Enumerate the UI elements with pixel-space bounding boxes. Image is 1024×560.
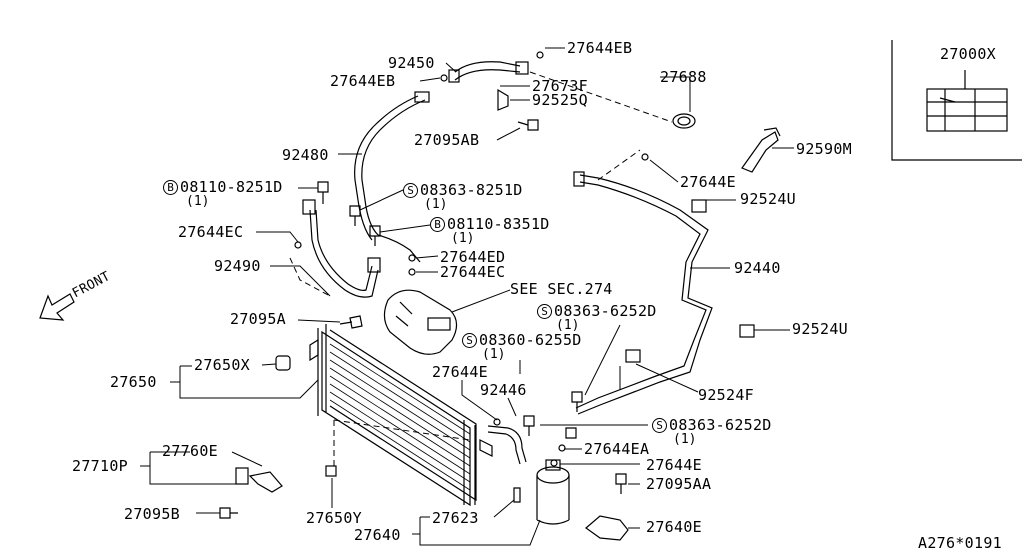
diagram-reference: A276*0191 [918, 534, 1002, 552]
front-arrow-icon [39, 293, 75, 321]
callout-27644e-upper: 27644E [680, 173, 736, 191]
receiver-drier [536, 459, 570, 525]
callout-92524u-lower: 92524U [792, 320, 848, 338]
o-ring-27688 [672, 113, 696, 129]
condenser [309, 324, 493, 507]
callout-92524u-upper: 92524U [740, 190, 796, 208]
hose-92590m [741, 131, 779, 173]
pipe-92446 [487, 425, 527, 465]
callout-27644ea: 27644EA [584, 440, 650, 458]
callout-92480: 92480 [282, 146, 329, 164]
qty-08110-8351d: (1) [451, 231, 475, 246]
callout-27760e: 27760E [162, 442, 218, 460]
bracket-27710p [248, 471, 283, 493]
bracket-27640e [585, 515, 629, 541]
callout-08360-6255d: 08360-6255D [479, 331, 582, 349]
callout-92590m: 92590M [796, 140, 852, 158]
pipe-92450 [448, 61, 529, 83]
label-plate-icon [926, 88, 1008, 132]
qty-08363-6252d-lower: (1) [673, 432, 697, 447]
callout-92440: 92440 [734, 259, 781, 277]
callout-92450: 92450 [388, 54, 435, 72]
callout-27650y: 27650Y [306, 509, 362, 527]
callout-27095b: 27095B [124, 505, 180, 523]
clamp-92524f [625, 349, 641, 363]
hose-92490 [302, 199, 381, 298]
callout-92525q: 92525Q [532, 91, 588, 109]
see-section-note: SEE SEC.274 [510, 280, 613, 298]
qty-08363-6252d-upper: (1) [556, 318, 580, 333]
clamp-92524u-lower [739, 324, 755, 338]
callout-08363-8251d: 08363-8251D [420, 181, 523, 199]
screw-s-marker-4: S [652, 418, 667, 433]
callout-92446: 92446 [480, 381, 527, 399]
callout-08110-8251d: 08110-8251D [180, 178, 283, 196]
clamp-92524u-upper [691, 199, 707, 213]
callout-08363-6252d-upper: 08363-6252D [554, 302, 657, 320]
bolts [219, 119, 627, 519]
callout-27650x: 27650X [194, 356, 250, 374]
callout-27095a: 27095A [230, 310, 286, 328]
seal-27760e [235, 467, 249, 485]
callout-27000x: 27000X [940, 45, 996, 63]
callout-08363-6252d-lower: 08363-6252D [669, 416, 772, 434]
callout-27644eb-left: 27644EB [330, 72, 396, 90]
callout-27640: 27640 [354, 526, 401, 544]
callout-27710p: 27710P [72, 457, 128, 475]
callout-27644ec-mid: 27644EC [440, 263, 506, 281]
callout-27644eb-top: 27644EB [567, 39, 633, 57]
inset-frame [891, 40, 1022, 161]
callout-27644ed: 27644ED [440, 248, 506, 266]
screw-s-marker-2: S [537, 304, 552, 319]
callout-92490: 92490 [214, 257, 261, 275]
callout-27095ab: 27095AB [414, 131, 480, 149]
screw-s-marker-3: S [462, 333, 477, 348]
callout-08110-8351d: 08110-8351D [447, 215, 550, 233]
qty-08110-8251d: (1) [186, 194, 210, 209]
callout-27644e-mid: 27644E [432, 363, 488, 381]
screw-s-marker: S [403, 183, 418, 198]
seal-27650y [325, 465, 337, 477]
callout-27673f: 27673F [532, 77, 588, 95]
bolt-b-marker-2: B [430, 217, 445, 232]
qty-08360-6255d: (1) [482, 347, 506, 362]
clamp-92525q [497, 88, 509, 111]
pipe-92440 [573, 171, 713, 415]
qty-08363-8251d: (1) [424, 197, 448, 212]
hose-92480 [354, 91, 430, 263]
seal-27650x [275, 355, 291, 371]
callout-27095aa: 27095AA [646, 475, 712, 493]
callout-27644e-low: 27644E [646, 456, 702, 474]
callout-27650: 27650 [110, 373, 157, 391]
callout-27640e: 27640E [646, 518, 702, 536]
compressor [383, 289, 458, 355]
bolt-b-marker: B [163, 180, 178, 195]
callout-27623: 27623 [432, 509, 479, 527]
callout-92524f: 92524F [698, 386, 754, 404]
callout-27688: 27688 [660, 68, 707, 86]
callout-27644ec-left: 27644EC [178, 223, 244, 241]
